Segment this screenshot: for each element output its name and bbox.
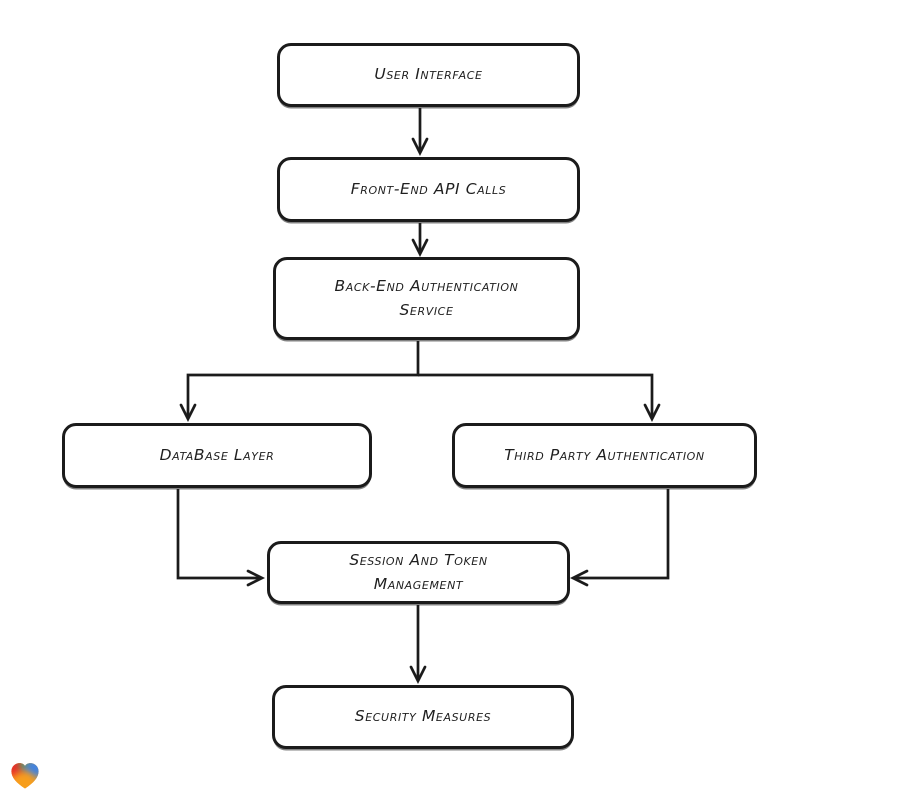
node-label: Back-End Authentication (334, 277, 519, 296)
node-label: Security Measures (354, 707, 492, 726)
node-label: Management (373, 574, 464, 593)
edge-backend-to-thirdparty (418, 373, 661, 423)
node-user-interface: User Interface (277, 43, 580, 107)
node-label: Session And Token (349, 551, 488, 570)
lovable-heart-logo[interactable] (8, 759, 42, 793)
node-third-party-authentication: Third Party Authentication (452, 423, 757, 488)
node-label: Third Party Authentication (504, 445, 705, 464)
node-security-measures: Security Measures (272, 685, 574, 749)
node-label: User Interface (374, 65, 483, 84)
node-database-layer: DataBase Layer (62, 423, 372, 488)
heart-orange-blob (11, 771, 38, 789)
edge-thirdparty-to-session (569, 489, 670, 587)
node-front-end-api-calls: Front-End API Calls (277, 157, 580, 222)
node-label: Front-End API Calls (350, 179, 507, 198)
edge-backend-to-database (179, 341, 420, 423)
edge-database-to-session (176, 489, 266, 587)
node-label: Service (399, 300, 454, 319)
heart-icon (11, 763, 39, 789)
node-label: DataBase Layer (159, 445, 275, 464)
